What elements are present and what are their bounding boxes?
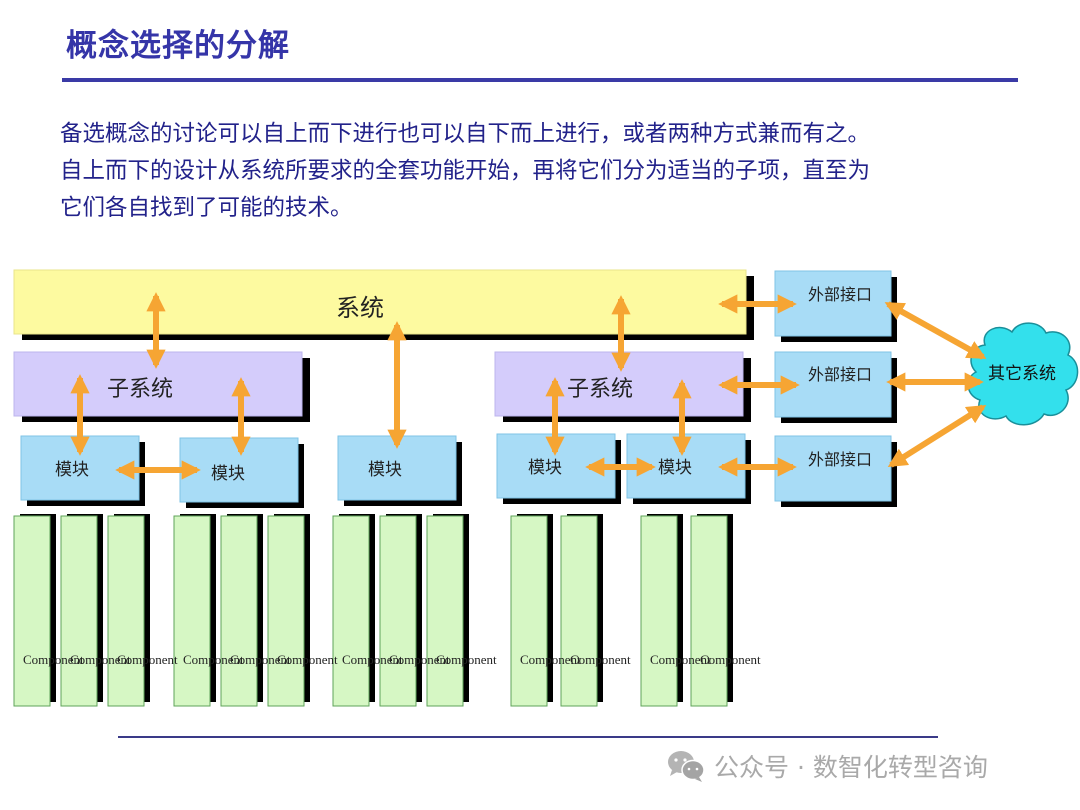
component-box <box>690 515 728 707</box>
component-box <box>379 515 417 707</box>
other-system-label: 其它系统 <box>988 364 1056 384</box>
footer-divider <box>118 736 938 738</box>
module-label-1: 模块 <box>55 460 89 480</box>
intro-line-3: 它们各自找到了可能的技术。 <box>60 195 353 221</box>
subsystem-box-2: 子系统 <box>494 351 751 422</box>
module-label-5: 模块 <box>658 458 692 478</box>
component-label: Component <box>389 652 450 667</box>
arrow-interface1-cloud <box>884 301 987 360</box>
module-label-3: 模块 <box>368 460 402 480</box>
arrow-interface3-cloud <box>887 404 987 468</box>
system-label: 系统 <box>336 294 384 322</box>
component-box <box>220 515 258 707</box>
component-label: Component <box>570 652 631 667</box>
intro-paragraph: 备选概念的讨论可以自上而下进行也可以自下而上进行，或者两种方式兼而有之。 自上而… <box>60 116 1060 227</box>
component-label: Component <box>436 652 497 667</box>
system-box: 系统 <box>13 269 754 340</box>
subsystem-label-2: 子系统 <box>567 377 633 402</box>
component-box <box>640 515 678 707</box>
component-label: Component <box>183 652 244 667</box>
component-box <box>510 515 548 707</box>
component-box <box>426 515 464 707</box>
intro-line-2: 自上而下的设计从系统所要求的全套功能开始，再将它们分为适当的子项，直至为 <box>60 158 871 184</box>
module-label-2: 模块 <box>211 464 245 484</box>
module-box-3: 模块 <box>337 435 462 506</box>
interface-box-1: 外部接口 <box>774 270 897 342</box>
interface-label-3: 外部接口 <box>808 450 872 469</box>
component-label: Component <box>700 652 761 667</box>
interface-box-3: 外部接口 <box>774 435 897 507</box>
component-label: Component <box>70 652 131 667</box>
component-box <box>560 515 598 707</box>
component-label: Component <box>520 652 581 667</box>
slide-title: 概念选择的分解 <box>66 28 290 64</box>
component-box <box>332 515 370 707</box>
interface-box-2: 外部接口 <box>774 351 897 423</box>
watermark: 公众号 · 数智化转型咨询 <box>666 748 988 784</box>
component-label: Component <box>650 652 711 667</box>
component-label: Component <box>23 652 84 667</box>
component-box <box>173 515 211 707</box>
component-label: Component <box>117 652 178 667</box>
intro-line-1: 备选概念的讨论可以自上而下进行也可以自下而上进行，或者两种方式兼而有之。 <box>60 121 871 147</box>
module-box-1: 模块 <box>20 435 145 506</box>
component-box <box>60 515 98 707</box>
interface-label-2: 外部接口 <box>808 365 872 384</box>
component-box <box>267 515 305 707</box>
watermark-text: 公众号 · 数智化转型咨询 <box>714 753 988 782</box>
component-label: Component <box>230 652 291 667</box>
component-box <box>13 515 51 707</box>
component-label: Component <box>277 652 338 667</box>
subsystem-label-1: 子系统 <box>107 377 173 402</box>
other-system-cloud: 其它系统 <box>967 322 1079 426</box>
interface-label-1: 外部接口 <box>808 285 872 304</box>
subsystem-box-1: 子系统 <box>13 351 310 422</box>
component-box <box>107 515 145 707</box>
component-label: Component <box>342 652 403 667</box>
module-label-4: 模块 <box>528 458 562 478</box>
wechat-icon <box>666 749 706 783</box>
arrow-layer <box>70 292 987 480</box>
title-divider <box>62 78 1018 82</box>
